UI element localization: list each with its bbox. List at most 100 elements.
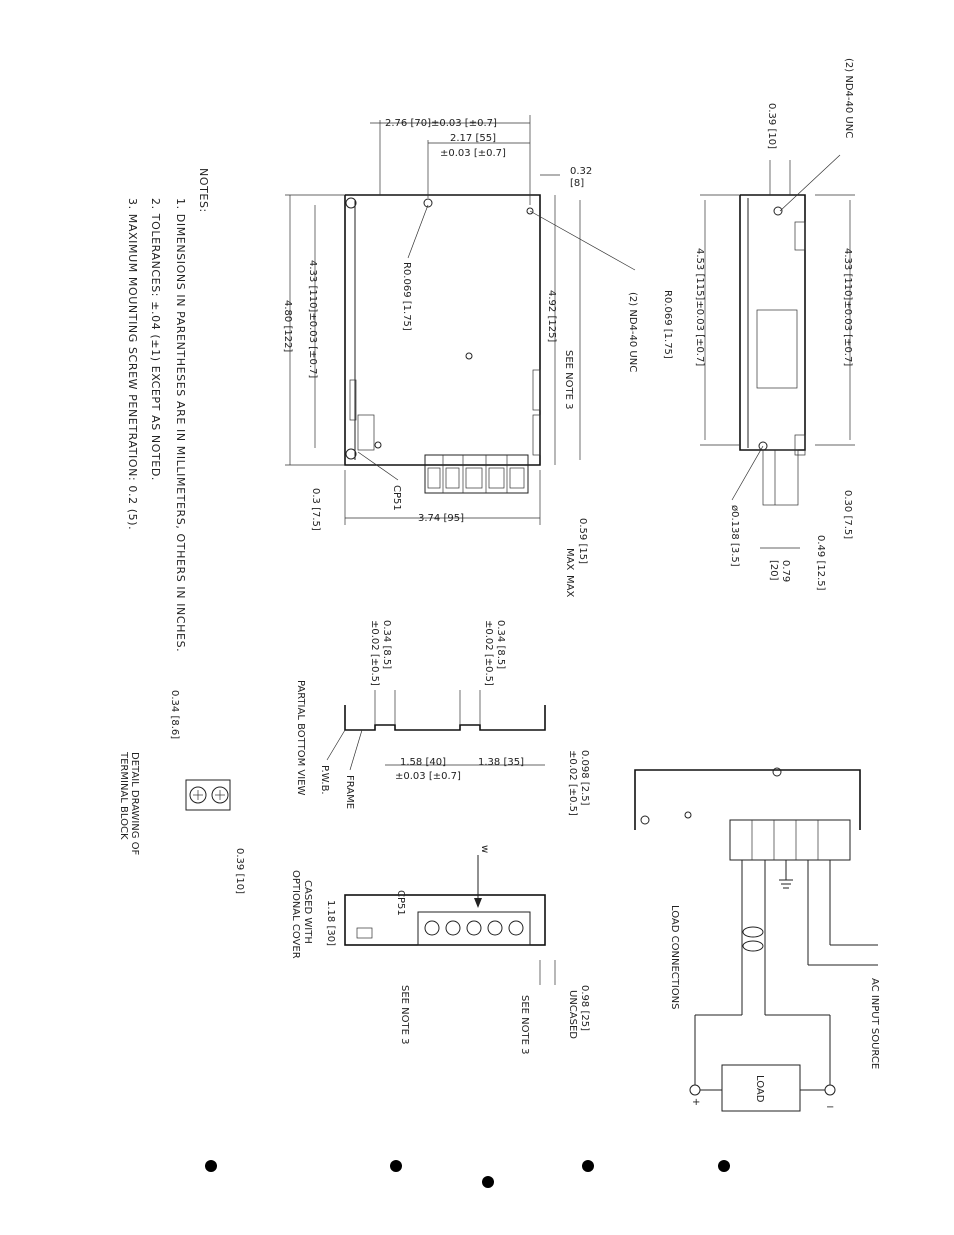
mount-hole-icon	[345, 197, 357, 209]
notes-block: NOTES: 1. DIMENSIONS IN PARENTHESES ARE …	[126, 168, 210, 652]
dim-4.80: 4.80 [122]	[282, 300, 293, 352]
dim-2.17-tol: ±0.03 [±0.7]	[440, 148, 506, 159]
top-view: 2.76 [70]±0.03 [±0.7] 2.17 [55] ±0.03 [±…	[282, 115, 638, 597]
arrow-head-icon	[474, 898, 482, 908]
dim-0.098: 0.098 [2.5]	[579, 750, 590, 806]
mount-hole-icon	[526, 207, 534, 215]
screw-icon	[487, 920, 503, 936]
center-hole-icon	[465, 352, 473, 360]
label-plate	[756, 309, 798, 389]
cp51-cased: CP51	[395, 890, 406, 916]
screw-icon	[508, 920, 524, 936]
dim-3.74: 3.74 [95]	[418, 513, 464, 524]
terminal-detail-block	[185, 779, 231, 811]
dim-1.58-tol: ±0.03 [±0.7]	[395, 771, 461, 782]
dim-0.34-b-tol: ±0.02 [±0.5]	[483, 620, 494, 686]
arrow-label: w	[479, 845, 490, 853]
cased-terminal-block	[417, 911, 531, 946]
screw-icon	[445, 920, 461, 936]
r0069-top: R0.069 [1.75]	[401, 262, 412, 331]
detail-title-2: TERMINAL BLOCK	[118, 751, 129, 840]
screw-icon	[211, 786, 229, 804]
minus-label: −	[826, 1102, 834, 1113]
dim-4.33: 4.33 [110]±0.03 [±0.7]	[307, 260, 318, 378]
dim-0.34-detail: 0.34 [8.6]	[169, 690, 180, 739]
binder-hole-icon	[482, 1176, 494, 1188]
mount-hole-icon	[423, 198, 433, 208]
uncased: UNCASED	[567, 990, 578, 1039]
binder-hole-icon	[390, 1160, 402, 1172]
terminal-minus-icon	[824, 1084, 836, 1096]
mount-hole-icon	[640, 815, 650, 825]
dim-0.39-side: 0.39 [10]	[766, 103, 777, 149]
note-1: 1. DIMENSIONS IN PARENTHESES ARE IN MILL…	[174, 198, 187, 652]
ac-input-source: AC INPUT SOURCE	[869, 978, 880, 1069]
notes-header: NOTES:	[197, 168, 210, 213]
dim-1.18: 1.18 [30]	[325, 900, 336, 946]
dim-0.59: 0.59 [15]	[577, 518, 588, 564]
screw-icon	[424, 920, 440, 936]
pwb-label: P.W.B.	[319, 765, 330, 795]
dim-4.53: 4.53 [115]±0.03 [±0.7]	[694, 248, 705, 366]
dim-0.3: 0.3 [7.5]	[310, 488, 321, 531]
mount-hole-icon	[773, 206, 783, 216]
see-note-cased-a: SEE NOTE 3	[399, 985, 410, 1044]
terminal-block	[424, 454, 529, 494]
dim-0.49: 0.49 [12.5]	[815, 535, 826, 591]
mount-hole-icon	[374, 441, 382, 449]
terminal-detail: 0.34 [8.6] 0.39 [10] DETAIL DRAWING OF T…	[118, 690, 245, 894]
nd440-side: (2) ND4-40 UNC	[843, 58, 854, 138]
partial-bottom-view: 0.34 [8.5] ±0.02 [±0.5] 0.34 [8.5] ±0.02…	[295, 620, 590, 816]
dim-0.98: 0.98 [25]	[579, 985, 590, 1031]
terminal-plus-icon	[689, 1084, 701, 1096]
board-outline	[634, 769, 861, 830]
r0069-side: R0.069 [1.75]	[662, 290, 673, 359]
cased-view: w 1.18 [30] CASED WITH OPTIONAL COVER CP…	[290, 845, 590, 1054]
cased-outline	[344, 894, 546, 946]
dim-0.79-mm: [20]	[768, 560, 779, 581]
plus-label: +	[692, 1097, 700, 1108]
binder-hole-icon	[205, 1160, 217, 1172]
binder-holes	[205, 1160, 730, 1188]
wiring-terminal-block	[729, 819, 851, 861]
bottom-view-outline	[344, 705, 546, 731]
dim-0.34-b: 0.34 [8.5]	[495, 620, 506, 669]
load-label: LOAD	[754, 1075, 765, 1103]
top-view-outline	[344, 194, 541, 466]
see-note-top: SEE NOTE 3	[563, 350, 574, 409]
dim-1.58: 1.58 [40]	[400, 757, 446, 768]
binder-hole-icon	[582, 1160, 594, 1172]
hole-dia: ø0.138 [3.5]	[729, 505, 740, 567]
note-2: 2. TOLERANCES: ±.04 (±1) EXCEPT AS NOTED…	[149, 198, 162, 481]
see-note-cased-b: SEE NOTE 3	[519, 995, 530, 1054]
binder-hole-icon	[718, 1160, 730, 1172]
dim-0.32-mm: [8]	[570, 178, 584, 189]
dim-0.34-a: 0.34 [8.5]	[381, 620, 392, 669]
dim-0.39-detail: 0.39 [10]	[234, 848, 245, 894]
dim-0.30: 0.30 [7.5]	[842, 490, 853, 539]
mount-hole-icon	[772, 767, 782, 777]
nd440-top: (2) ND4-40 UNC	[627, 292, 638, 372]
bottom-view-title: PARTIAL BOTTOM VIEW	[295, 680, 306, 795]
side-view: 0.39 [10] (2) ND4-40 UNC R0.069 [1.75] 4…	[662, 58, 855, 591]
dim-0.79: 0.79	[780, 560, 791, 582]
optional-cover: OPTIONAL COVER	[290, 870, 301, 959]
dim-0.32: 0.32	[570, 166, 592, 177]
cased-with: CASED WITH	[302, 880, 313, 944]
mount-hole-icon	[684, 811, 692, 819]
dim-1.38: 1.38 [35]	[478, 757, 524, 768]
frame-label: FRAME	[344, 775, 355, 809]
load-connections: LOAD CONNECTIONS	[669, 905, 680, 1010]
dim-4.33-side: 4.33 [110]±0.03 [±0.7]	[842, 248, 853, 366]
max-1: MAX	[564, 548, 575, 570]
dim-2.17: 2.17 [55]	[450, 133, 496, 144]
detail-title-1: DETAIL DRAWING OF	[129, 752, 140, 856]
dim-0.098-tol: ±0.02 [±0.5]	[567, 750, 578, 816]
dim-2.76: 2.76 [70]±0.03 [±0.7]	[385, 118, 497, 129]
cp51-top: CP51	[391, 485, 402, 511]
dim-4.92: 4.92 [125]	[546, 290, 557, 342]
wiring-diagram: LOAD CONNECTIONS AC INPUT SOURCE LOAD + …	[634, 767, 880, 1113]
screw-icon	[466, 920, 482, 936]
mount-hole-icon	[345, 448, 357, 460]
